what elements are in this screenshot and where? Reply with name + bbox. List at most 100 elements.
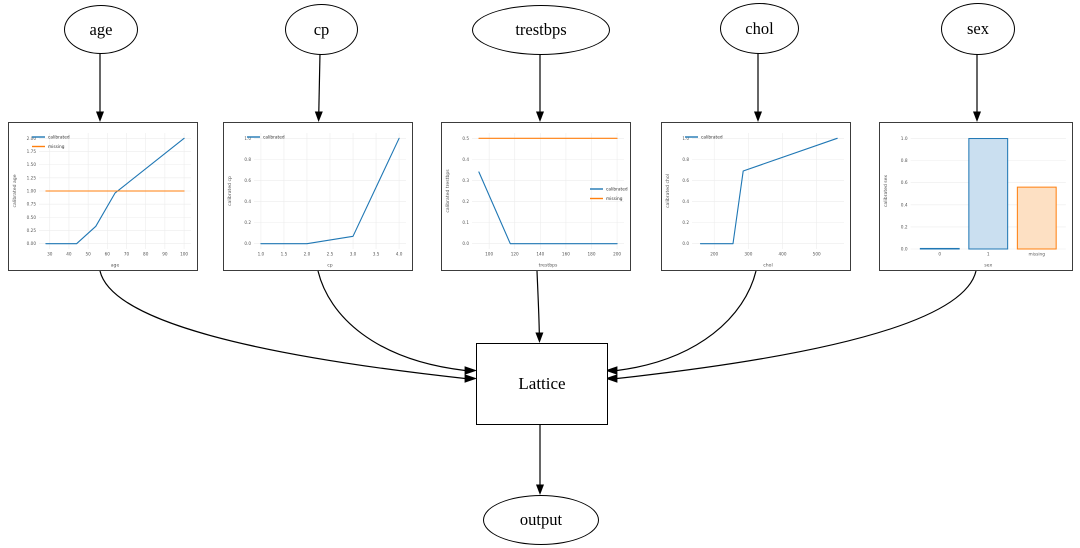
node-lattice-label: Lattice bbox=[518, 374, 566, 393]
svg-text:0.4: 0.4 bbox=[244, 199, 251, 204]
node-trestbps-label: trestbps bbox=[515, 20, 567, 39]
svg-text:300: 300 bbox=[744, 252, 752, 257]
svg-text:60: 60 bbox=[105, 252, 111, 257]
svg-text:100: 100 bbox=[485, 252, 493, 257]
svg-text:140: 140 bbox=[536, 252, 544, 257]
svg-text:0.4: 0.4 bbox=[682, 199, 689, 204]
svg-text:1.25: 1.25 bbox=[27, 175, 37, 180]
node-age: age bbox=[64, 5, 138, 54]
arrowhead bbox=[464, 374, 477, 383]
svg-text:0.6: 0.6 bbox=[682, 178, 689, 183]
svg-text:3.0: 3.0 bbox=[350, 252, 357, 257]
arrowhead bbox=[605, 374, 618, 383]
node-sex: sex bbox=[941, 3, 1015, 55]
node-lattice: Lattice bbox=[476, 343, 608, 425]
svg-text:40: 40 bbox=[66, 252, 72, 257]
svg-text:2.5: 2.5 bbox=[327, 252, 334, 257]
svg-text:1: 1 bbox=[987, 252, 990, 257]
svg-text:30: 30 bbox=[47, 252, 53, 257]
node-cp-label: cp bbox=[313, 19, 330, 39]
node-age-label: age bbox=[89, 19, 113, 39]
svg-text:0.8: 0.8 bbox=[901, 158, 908, 163]
node-chol: chol bbox=[720, 3, 799, 54]
svg-text:1.0: 1.0 bbox=[258, 252, 265, 257]
svg-text:0.75: 0.75 bbox=[27, 202, 37, 207]
arrowhead bbox=[536, 484, 544, 495]
svg-text:90: 90 bbox=[162, 252, 168, 257]
svg-text:0.0: 0.0 bbox=[682, 241, 689, 246]
svg-text:calibrated: calibrated bbox=[48, 135, 70, 141]
edge-cal-cp-to-lattice bbox=[317, 270, 466, 372]
svg-text:0.2: 0.2 bbox=[462, 199, 469, 204]
svg-text:calibrated: calibrated bbox=[606, 187, 628, 193]
svg-text:2.00: 2.00 bbox=[27, 136, 37, 141]
svg-text:0.2: 0.2 bbox=[682, 220, 689, 225]
edge-cal-age-to-lattice bbox=[99, 270, 466, 380]
svg-text:1.00: 1.00 bbox=[27, 189, 37, 194]
svg-text:calibrated trestbps: calibrated trestbps bbox=[445, 169, 451, 213]
svg-text:missing: missing bbox=[606, 196, 623, 202]
svg-text:200: 200 bbox=[613, 252, 621, 257]
arrowhead bbox=[535, 332, 544, 343]
edge-cp-to-plot bbox=[318, 52, 321, 113]
svg-text:age: age bbox=[111, 264, 120, 269]
svg-text:0.25: 0.25 bbox=[27, 228, 37, 233]
arrowhead bbox=[314, 111, 323, 122]
svg-text:calibrated: calibrated bbox=[701, 135, 723, 141]
svg-text:80: 80 bbox=[143, 252, 149, 257]
svg-text:trestbps: trestbps bbox=[539, 263, 558, 269]
svg-text:0.4: 0.4 bbox=[462, 157, 469, 162]
svg-text:1.0: 1.0 bbox=[901, 136, 908, 141]
svg-text:180: 180 bbox=[588, 252, 596, 257]
svg-text:0: 0 bbox=[938, 252, 941, 257]
svg-text:2.0: 2.0 bbox=[304, 252, 311, 257]
svg-text:0.0: 0.0 bbox=[244, 241, 251, 246]
svg-text:120: 120 bbox=[511, 252, 519, 257]
svg-text:0.1: 0.1 bbox=[462, 220, 469, 225]
node-chol-label: chol bbox=[745, 18, 774, 38]
edge-cal-trestbps-to-lattice bbox=[536, 270, 540, 334]
svg-text:100: 100 bbox=[180, 252, 188, 257]
node-trestbps: trestbps bbox=[472, 5, 610, 55]
svg-text:500: 500 bbox=[813, 252, 821, 257]
edge-cal-sex-to-lattice bbox=[616, 270, 977, 380]
svg-text:sex: sex bbox=[984, 264, 992, 269]
node-cp: cp bbox=[285, 4, 358, 55]
arrowhead bbox=[464, 366, 477, 375]
svg-text:0.2: 0.2 bbox=[901, 224, 908, 229]
arrowhead bbox=[605, 366, 618, 375]
svg-text:calibrated chol: calibrated chol bbox=[665, 174, 671, 208]
svg-text:3.5: 3.5 bbox=[373, 252, 380, 257]
svg-text:1.50: 1.50 bbox=[27, 162, 37, 167]
svg-text:1.75: 1.75 bbox=[27, 149, 37, 154]
svg-text:0.50: 0.50 bbox=[27, 215, 37, 220]
svg-text:50: 50 bbox=[85, 252, 91, 257]
svg-text:400: 400 bbox=[779, 252, 787, 257]
svg-text:1.0: 1.0 bbox=[682, 136, 689, 141]
svg-text:calibrated: calibrated bbox=[263, 135, 285, 141]
svg-text:0.6: 0.6 bbox=[901, 180, 908, 185]
node-output-label: output bbox=[519, 510, 563, 529]
arrowhead bbox=[754, 111, 762, 122]
node-output: output bbox=[483, 495, 599, 545]
arrowhead bbox=[973, 111, 981, 122]
svg-text:4.0: 4.0 bbox=[396, 252, 403, 257]
edge-cal-chol-to-lattice bbox=[616, 270, 757, 372]
svg-text:0.8: 0.8 bbox=[682, 157, 689, 162]
svg-text:0.8: 0.8 bbox=[244, 157, 251, 162]
svg-text:1.0: 1.0 bbox=[244, 136, 251, 141]
svg-text:0.6: 0.6 bbox=[244, 178, 251, 183]
svg-text:0.3: 0.3 bbox=[462, 178, 469, 183]
